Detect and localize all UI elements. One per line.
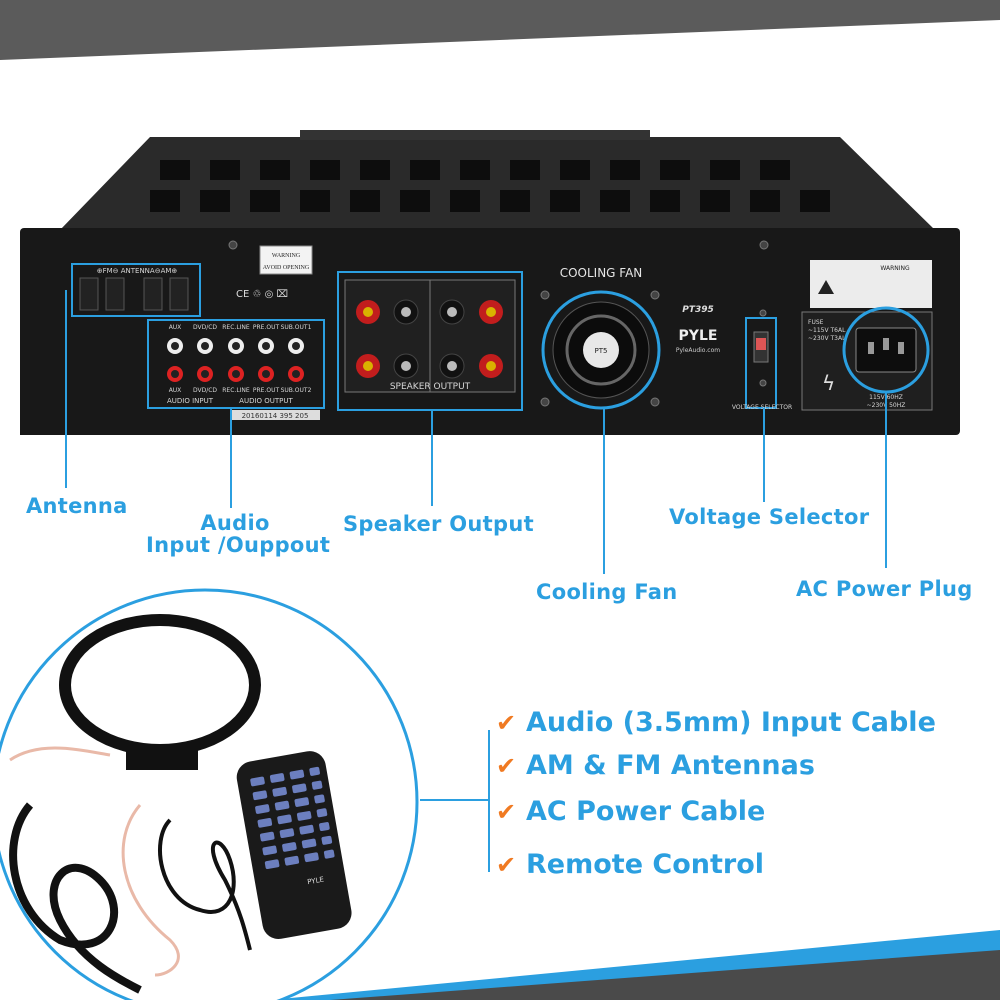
- remote-control: PYLE: [236, 751, 352, 939]
- antenna-highlight: [71, 263, 201, 317]
- pre-out-label-bottom: PRE.OUT: [253, 387, 280, 394]
- fuse-115-label: ~115V T6AL: [808, 327, 846, 334]
- audio-input-label: AUDIO INPUT: [167, 397, 214, 405]
- warning-sticker-bottom: AVOID OPENING: [263, 265, 310, 271]
- chassis-top-edge: [300, 130, 650, 140]
- ac-power-cable: [9, 802, 142, 994]
- check-icon: ✔: [496, 797, 517, 826]
- accessory-item-audio-cable: ✔ Audio (3.5mm) Input Cable: [496, 707, 936, 738]
- rec-line-label-top: REC.LINE: [222, 324, 250, 331]
- power-warning-sticker: [810, 260, 932, 308]
- voltage-selector-callout: Voltage Selector: [669, 505, 870, 529]
- warning-sticker-top: WARNING: [272, 253, 301, 259]
- fuse-230-label: ~230V T3AL: [808, 335, 846, 342]
- antenna-callout: Antenna: [26, 494, 128, 518]
- dvd-label-top: DVD/CD: [193, 324, 217, 331]
- amplifier-rear-panel: WARNING AVOID OPENING ⊕FM⊖ ANTENNA⊖AM⊕ C…: [20, 130, 960, 435]
- bottom-banner-gray: [330, 950, 1000, 1000]
- cooling-fan-callout: Cooling Fan: [536, 580, 678, 604]
- speaker-output-highlight: [337, 271, 523, 411]
- certification-marks: CE ♲ ◎ ⌧: [236, 289, 288, 300]
- ac-socket-pin-3: [898, 342, 904, 354]
- cooling-fan-ring: [565, 314, 637, 386]
- model-number: PT395: [682, 305, 714, 315]
- speaker-output-callout: Speaker Output: [343, 512, 534, 536]
- rec-line-label-bottom: REC.LINE: [222, 387, 250, 394]
- serial-number: 20160114 395 205: [242, 412, 309, 420]
- antenna-terminal-label: ⊕FM⊖ ANTENNA⊖AM⊕: [97, 267, 178, 275]
- sub-out1-label: SUB.OUT1: [281, 324, 312, 331]
- speaker-terminals: [356, 299, 503, 379]
- pre-out-label-top: PRE.OUT: [253, 324, 280, 331]
- check-icon: ✔: [496, 751, 517, 780]
- audio-io-callout-line1: Audio: [200, 511, 270, 535]
- brand-website: PyleAudio.com: [676, 347, 720, 354]
- am-antenna-stand: [126, 750, 198, 770]
- accessory-label: AM & FM Antennas: [526, 750, 815, 781]
- cooling-fan-highlight: [541, 290, 661, 410]
- vents: [150, 160, 830, 212]
- accessory-item-antennas: ✔ AM & FM Antennas: [496, 750, 815, 781]
- speaker-output-label: SPEAKER OUTPUT: [390, 382, 471, 392]
- rca-jacks: [167, 338, 304, 382]
- ac-power-plug-callout: AC Power Plug: [796, 577, 973, 601]
- cooling-fan-panel-label: COOLING FAN: [560, 266, 643, 280]
- voltage-selector-toggle: [756, 338, 766, 350]
- lightning-icon: ϟ: [822, 371, 835, 395]
- voltage-selector-label: VOLTAGE SELECTOR: [732, 404, 792, 411]
- dvd-label-bottom: DVD/CD: [193, 387, 217, 394]
- ac-socket-pin-2: [883, 338, 889, 350]
- antenna-terminals: [79, 277, 189, 311]
- audio-io-highlight: [147, 319, 325, 409]
- accessory-label: AC Power Cable: [526, 796, 766, 827]
- top-banner-shape: [0, 0, 1000, 60]
- warning-sticker: [259, 245, 313, 275]
- fm-antenna-wire: [9, 746, 180, 977]
- accessory-item-power-cable: ✔ AC Power Cable: [496, 796, 765, 827]
- voltage-selector-highlight: [745, 317, 777, 409]
- aux-label-bottom: AUX: [169, 387, 182, 394]
- screws: [228, 240, 769, 407]
- audio-output-label: AUDIO OUTPUT: [239, 397, 293, 405]
- fan-sticker-text: PT5: [595, 347, 608, 355]
- ac-socket-pin-1: [868, 342, 874, 354]
- audio-input-cable: [158, 818, 252, 951]
- power-warning-title: WARNING: [880, 265, 910, 272]
- serial-sticker: [230, 410, 320, 420]
- remote-brand: PYLE: [307, 875, 325, 886]
- accessories-illustration: PYLE: [0, 588, 419, 1000]
- sub-out2-label: SUB.OUT2: [281, 387, 312, 394]
- audio-io-callout-line2: Input /Ouppout: [146, 533, 331, 557]
- shock-warning-icon: [818, 280, 834, 294]
- accessory-label: Remote Control: [526, 849, 765, 880]
- accessory-item-remote: ✔ Remote Control: [496, 849, 764, 880]
- fuse-label: FUSE: [808, 319, 824, 326]
- check-icon: ✔: [496, 708, 517, 737]
- check-icon: ✔: [496, 850, 517, 879]
- brand-logo: PYLE: [679, 328, 718, 344]
- accessory-label: Audio (3.5mm) Input Cable: [526, 707, 936, 738]
- aux-label-top: AUX: [169, 324, 182, 331]
- cooling-fan-hub: [583, 332, 619, 368]
